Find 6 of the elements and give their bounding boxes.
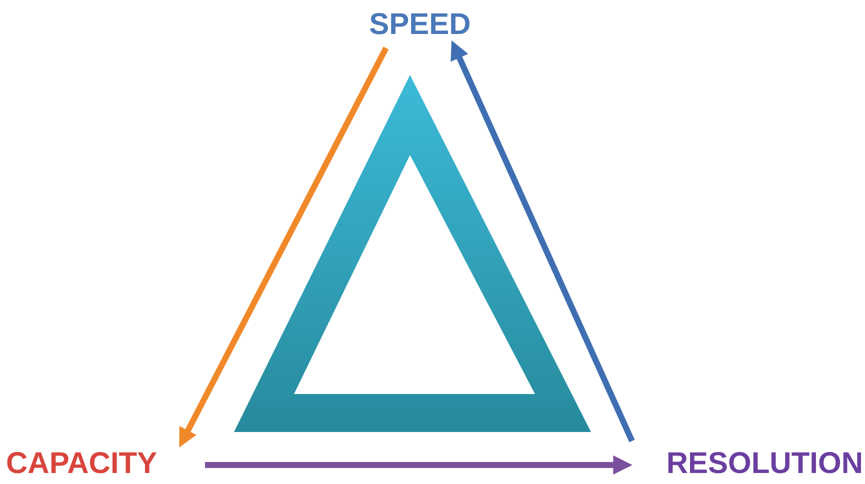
vertex-label: CAPACITY [6,449,158,479]
vertex-label: SPEED [369,10,471,40]
arrow [205,455,632,475]
arrow [179,46,389,448]
vertex-label: RESOLUTION [666,449,863,479]
arrow [450,40,635,442]
